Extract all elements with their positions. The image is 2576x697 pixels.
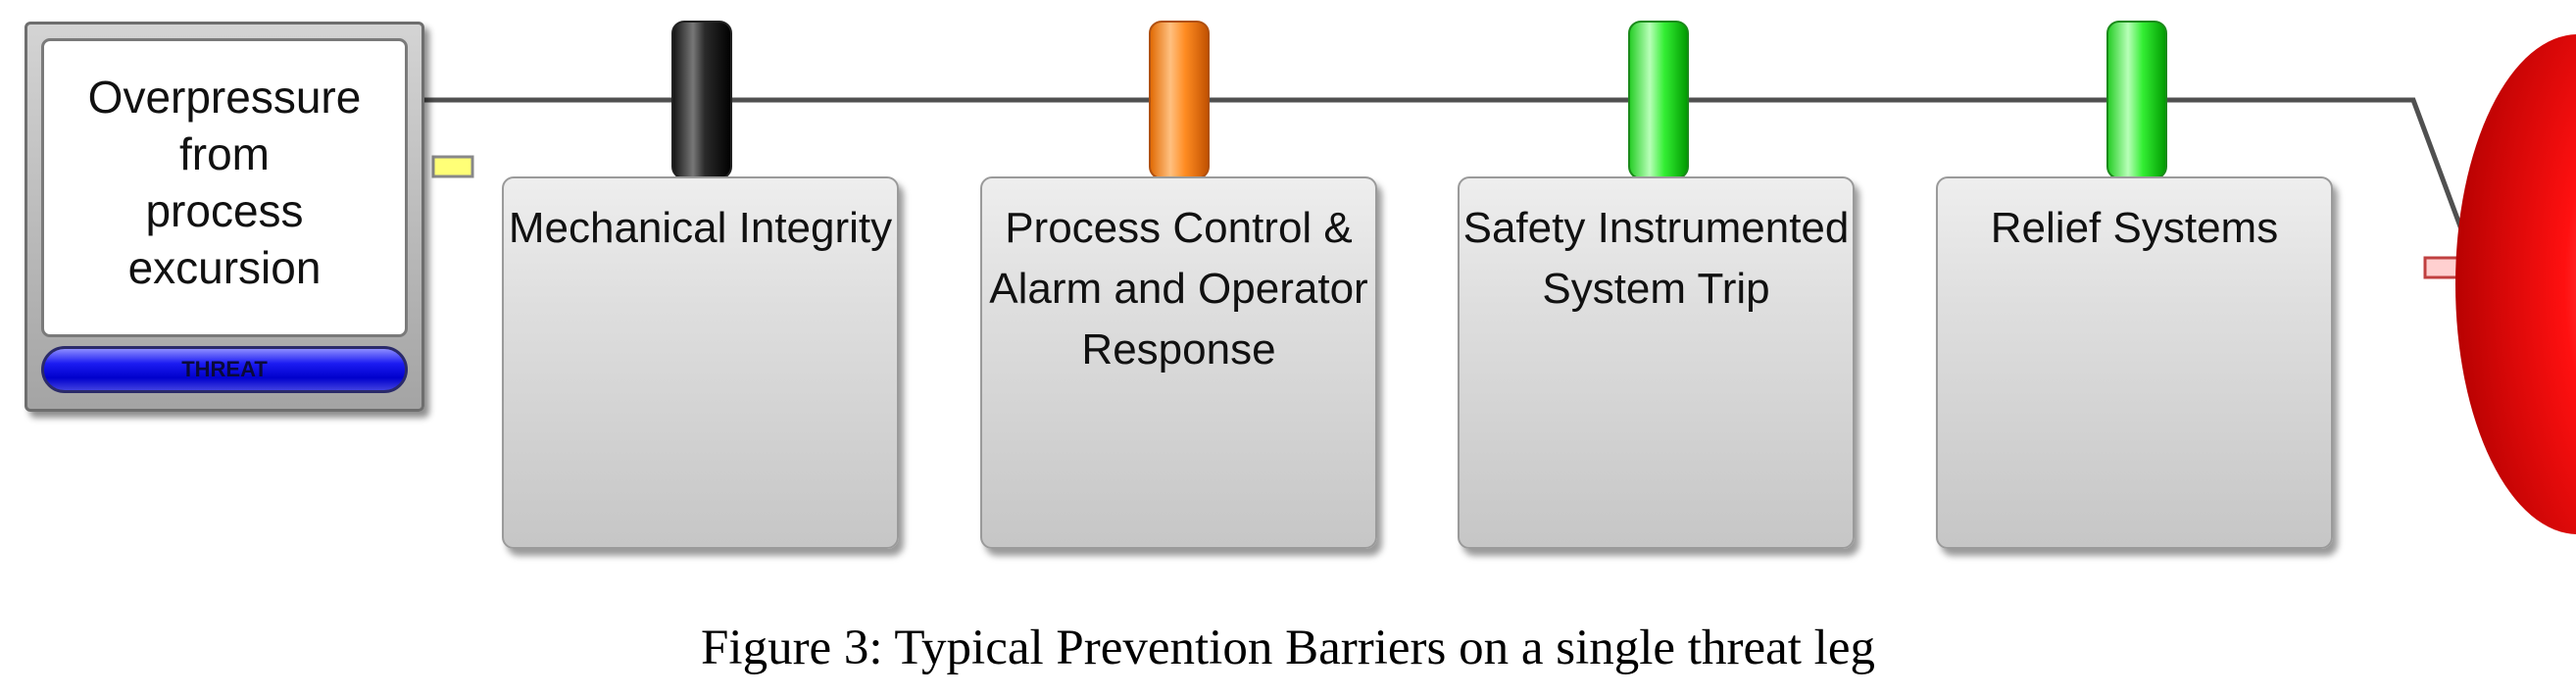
barrier-box-relief-systems[interactable]: Relief Systems	[1936, 176, 2333, 549]
threat-text-line: Overpressure from	[87, 72, 362, 179]
figure-caption: Figure 3: Typical Prevention Barriers on…	[701, 621, 1875, 675]
threat-text-line: process excursion	[127, 185, 322, 293]
barrier-indicator-sis-trip[interactable]	[1628, 21, 1689, 179]
barrier-label-line: Mechanical Integrity	[508, 204, 893, 252]
barrier-box-process-control[interactable]: Process Control & Alarm and Operator Res…	[980, 176, 1377, 549]
threat-line	[421, 97, 2483, 280]
top-event-shape[interactable]	[2455, 34, 2576, 534]
barrier-label-line: Process Control &	[1005, 204, 1353, 252]
barrier-indicator-relief-systems[interactable]	[2106, 21, 2167, 179]
barrier-label-line: Alarm and Operator	[989, 265, 1368, 313]
threat-description: Overpressure from process excursion	[41, 38, 408, 337]
barrier-label-line: Safety Instrumented	[1462, 204, 1850, 252]
barrier-label-line: Relief Systems	[1990, 204, 2279, 252]
threat-type-band: THREAT	[41, 346, 408, 393]
threat-connector-marker[interactable]	[431, 155, 474, 178]
barrier-indicator-process-control[interactable]	[1149, 21, 1210, 179]
barrier-indicator-mechanical-integrity[interactable]	[671, 21, 732, 179]
barrier-box-sis-trip[interactable]: Safety Instrumented System Trip	[1458, 176, 1855, 549]
barrier-box-mechanical-integrity[interactable]: Mechanical Integrity	[502, 176, 899, 549]
barrier-label-line: Response	[1081, 325, 1276, 373]
threat-box[interactable]: Overpressure from process excursion THRE…	[25, 22, 424, 412]
barrier-label-line: System Trip	[1542, 265, 1770, 313]
